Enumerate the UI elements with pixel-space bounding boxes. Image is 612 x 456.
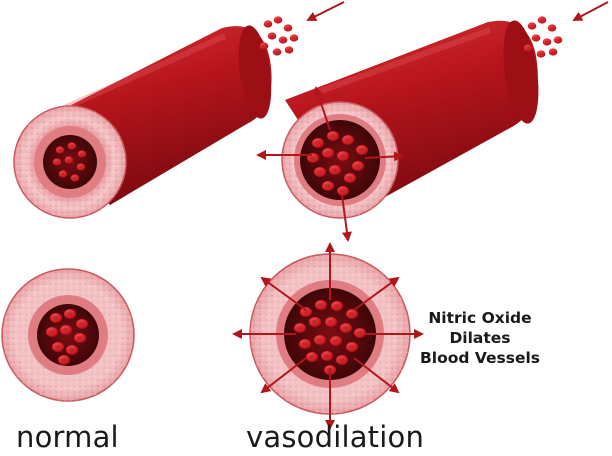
dilated-cross-section — [249, 253, 411, 415]
annotation-line-1: Nitric Oxide — [428, 309, 532, 327]
label-normal: normal — [16, 420, 119, 454]
annotation-line-3: Blood Vessels — [419, 349, 541, 367]
normal-vessel-tube — [13, 25, 272, 219]
nitric-oxide-annotation: Nitric Oxide Dilates Blood Vessels — [410, 308, 550, 368]
annotation-line-2: Dilates — [449, 329, 511, 347]
dilation-arrows-cross-section — [232, 242, 424, 430]
dilated-vessel-tube — [281, 20, 539, 219]
inflow-arrow-icon — [572, 1, 609, 21]
dilation-arrows-tube — [256, 86, 404, 242]
label-vasodilation: vasodilation — [246, 420, 425, 454]
normal-cross-section — [1, 268, 135, 402]
inflow-arrow-icon — [306, 1, 345, 21]
